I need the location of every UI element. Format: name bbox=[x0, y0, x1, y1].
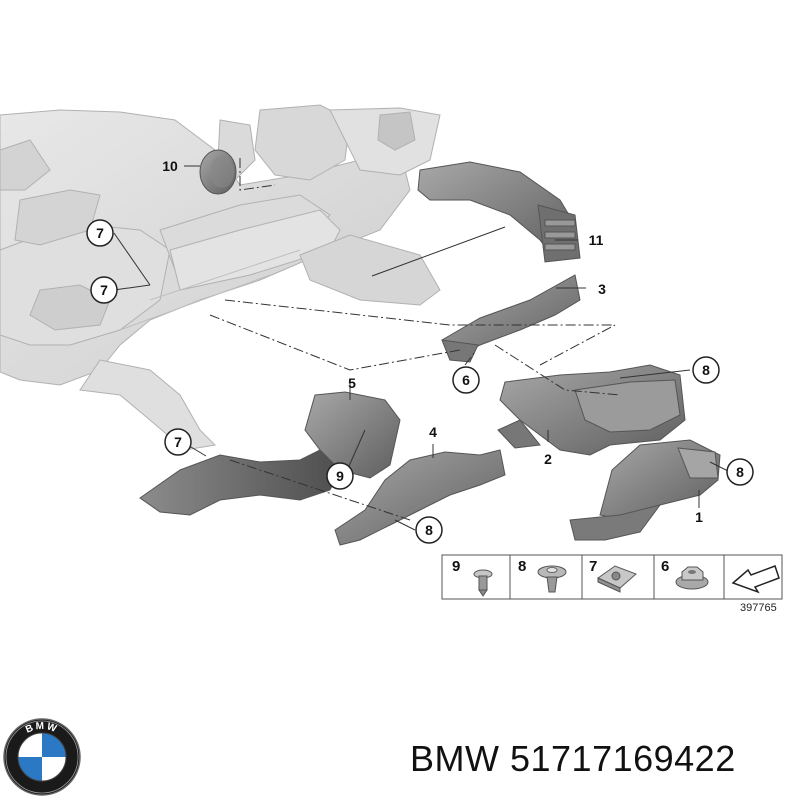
callout-6: 6 bbox=[452, 366, 480, 394]
callout-7-top: 7 bbox=[86, 219, 114, 247]
leader-lines bbox=[113, 158, 731, 531]
callout-7-middle: 7 bbox=[90, 276, 118, 304]
legend-item-6-number: 6 bbox=[661, 558, 669, 575]
callout-9: 9 bbox=[326, 462, 354, 490]
part-5-shield bbox=[139, 391, 401, 516]
callout-8-right-top: 8 bbox=[692, 356, 720, 384]
part-3-shield bbox=[441, 274, 581, 363]
callout-4-label: 4 bbox=[429, 424, 437, 440]
callout-1-label: 1 bbox=[695, 509, 703, 525]
part-2-shield bbox=[497, 364, 686, 456]
legend-item-8-number: 8 bbox=[518, 558, 526, 575]
part-1-shield bbox=[569, 439, 721, 541]
fastener-legend: 9 8 7 6 bbox=[441, 554, 783, 600]
callout-7-lower: 7 bbox=[164, 428, 192, 456]
callout-2-label: 2 bbox=[544, 451, 552, 467]
callout-10-label: 10 bbox=[162, 158, 178, 174]
callout-8-label: 8 bbox=[736, 464, 744, 480]
part-number-caption: BMW 51717169422 bbox=[410, 738, 736, 779]
bmw-logo-text: BMW bbox=[24, 721, 58, 736]
callout-8-right-bottom: 8 bbox=[726, 458, 754, 486]
callout-group: 7 7 7 6 8 8 8 9 10 1 bbox=[86, 158, 754, 544]
callout-6-label: 6 bbox=[462, 372, 470, 388]
callout-7-label: 7 bbox=[100, 282, 108, 298]
hex-collar-nut-icon bbox=[675, 566, 709, 590]
callout-7-label: 7 bbox=[96, 225, 104, 241]
bmw-logo: BMW bbox=[3, 718, 81, 796]
expanding-rivet-icon bbox=[537, 565, 567, 593]
part-11-bracket bbox=[417, 161, 581, 263]
clip-nut-icon bbox=[596, 565, 637, 593]
vehicle-body-structure bbox=[0, 104, 441, 451]
legend-item-9-number: 9 bbox=[452, 558, 460, 575]
part-4-shield bbox=[334, 449, 506, 546]
callout-3-label: 3 bbox=[598, 281, 606, 297]
callout-8-label: 8 bbox=[425, 522, 433, 538]
legend-item-7-number: 7 bbox=[589, 558, 597, 575]
callout-11-label: 11 bbox=[589, 232, 604, 248]
callout-8-label: 8 bbox=[702, 362, 710, 378]
callout-9-label: 9 bbox=[336, 468, 344, 484]
arrow-pointer-icon bbox=[731, 565, 780, 594]
callout-7-label: 7 bbox=[174, 434, 182, 450]
svg-text:BMW: BMW bbox=[24, 721, 60, 736]
callout-5-label: 5 bbox=[348, 375, 356, 391]
clip-rivet-icon bbox=[473, 569, 493, 597]
diagram-reference-number: 397765 bbox=[740, 602, 777, 614]
callout-8-center: 8 bbox=[415, 516, 443, 544]
